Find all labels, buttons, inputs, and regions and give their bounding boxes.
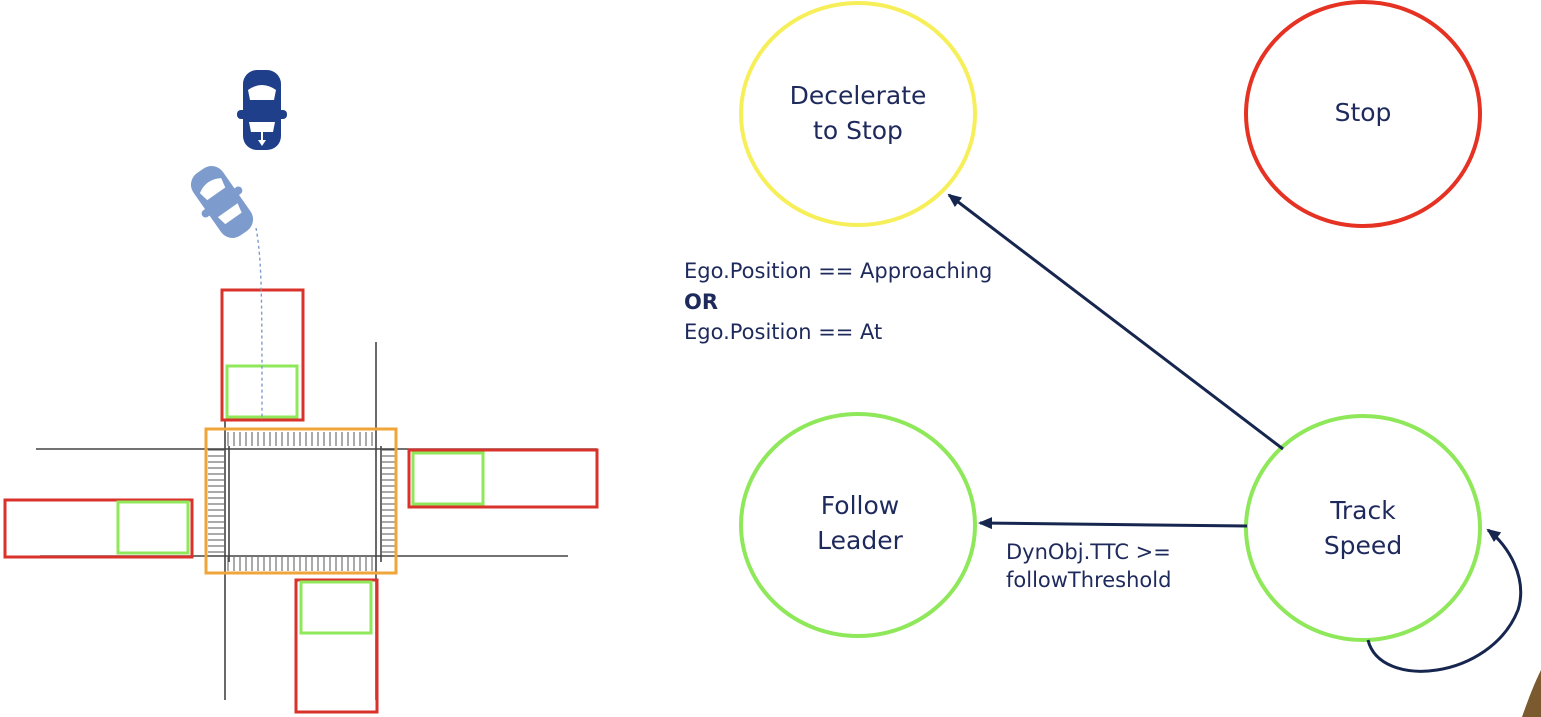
condition-threshold: followThreshold <box>1006 568 1171 592</box>
arrow-track-to-decelerate <box>947 193 1284 451</box>
crosswalk-top <box>227 432 373 446</box>
intersection-box <box>204 427 398 575</box>
crosswalk-right <box>382 449 396 553</box>
approach-zone-south <box>294 578 379 714</box>
state-follow-leader: Follow Leader <box>739 412 977 638</box>
crosswalks <box>208 432 396 571</box>
condition-to-decelerate: Ego.Position == Approaching OR Ego.Posit… <box>684 259 992 344</box>
state-decelerate-line1: Decelerate <box>790 81 927 110</box>
state-track-speed: Track Speed <box>1244 414 1482 642</box>
car-topdown-icon <box>190 166 254 238</box>
state-track-line1: Track <box>1329 496 1396 525</box>
state-stop-label: Stop <box>1335 98 1392 127</box>
corner-shadow <box>1522 670 1541 717</box>
state-follow-line1: Follow <box>821 491 899 520</box>
state-track-line2: Speed <box>1324 531 1402 560</box>
car-topdown-icon <box>237 70 287 150</box>
approach-zone-west <box>3 498 194 559</box>
state-follow-line2: Leader <box>817 526 903 555</box>
intersection-scene <box>3 70 599 714</box>
approach-zone-east <box>407 448 599 509</box>
condition-ttc: DynObj.TTC >= <box>1006 540 1171 564</box>
car-path-dashed <box>255 227 263 421</box>
at-zone-south <box>299 580 373 635</box>
state-stop: Stop <box>1244 0 1482 228</box>
crosswalk-bottom <box>227 557 373 571</box>
crosswalk-left <box>208 449 224 553</box>
at-zone-east <box>411 451 485 506</box>
condition-at: Ego.Position == At <box>684 320 882 344</box>
arrow-track-self-loop <box>1366 528 1523 673</box>
arrow-track-to-follow <box>978 517 1248 530</box>
condition-approaching: Ego.Position == Approaching <box>684 259 992 283</box>
state-decelerate-line2: to Stop <box>813 116 903 145</box>
road-lines <box>36 342 597 700</box>
condition-to-follow: DynObj.TTC >= followThreshold <box>1006 540 1171 592</box>
state-machine: Decelerate to Stop Stop Follow Leader Tr… <box>684 0 1523 673</box>
state-decelerate-to-stop: Decelerate to Stop <box>739 1 977 227</box>
condition-or: OR <box>684 290 718 314</box>
at-zone-west <box>116 500 190 555</box>
